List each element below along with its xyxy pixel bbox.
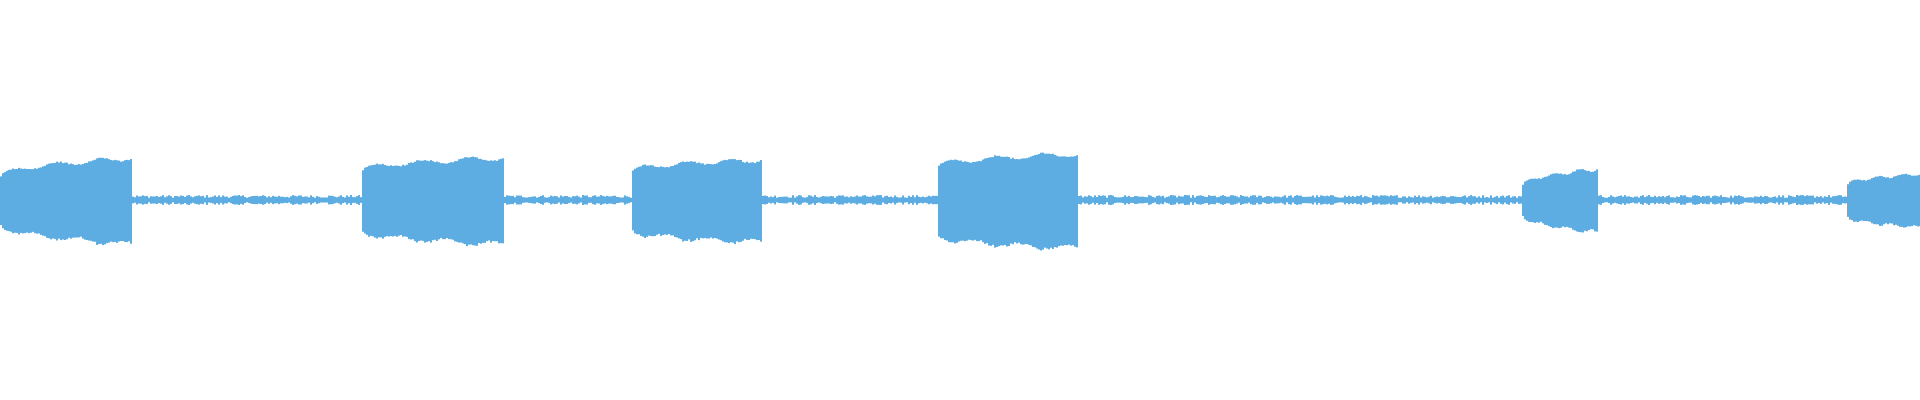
waveform-segments: [0, 152, 1920, 251]
waveform-segment-2: [362, 156, 504, 247]
waveform-segment-3: [632, 159, 762, 245]
waveform-segment-6: [1847, 173, 1920, 228]
waveform-segment-1: [0, 157, 132, 246]
waveform-segment-4: [938, 152, 1078, 251]
waveform-segment-5: [1522, 169, 1598, 233]
